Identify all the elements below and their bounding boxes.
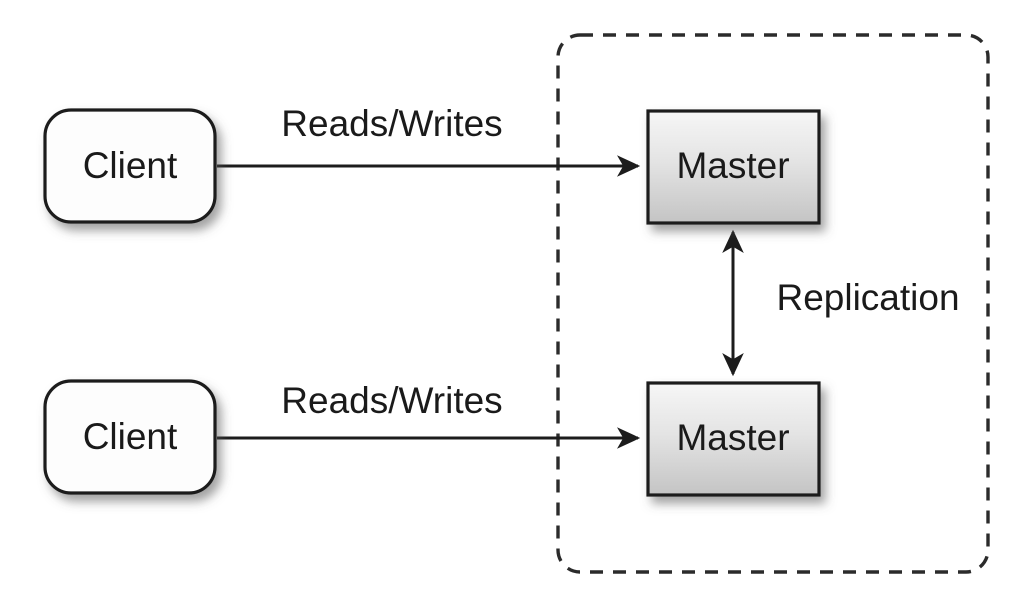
master-top-shape <box>646 109 821 225</box>
master-bottom-shape <box>646 381 821 497</box>
node-master-top[interactable]: Master <box>646 109 821 225</box>
client-top-shape <box>43 108 217 224</box>
client-bottom-shape <box>43 379 217 495</box>
edge-label-replication: Replication <box>776 277 959 318</box>
master-top-label: Master <box>676 145 789 186</box>
node-client-top[interactable]: Client <box>43 108 217 224</box>
cluster-boundary <box>556 33 990 574</box>
node-master-bottom[interactable]: Master <box>646 381 821 497</box>
node-client-bottom[interactable]: Client <box>43 379 217 495</box>
client-top-label: Client <box>83 145 178 186</box>
client-bottom-label: Client <box>83 416 178 457</box>
master-bottom-label: Master <box>676 417 789 458</box>
edge-label-reads-writes-bottom: Reads/Writes <box>281 380 502 421</box>
edge-label-reads-writes-top: Reads/Writes <box>281 103 502 144</box>
